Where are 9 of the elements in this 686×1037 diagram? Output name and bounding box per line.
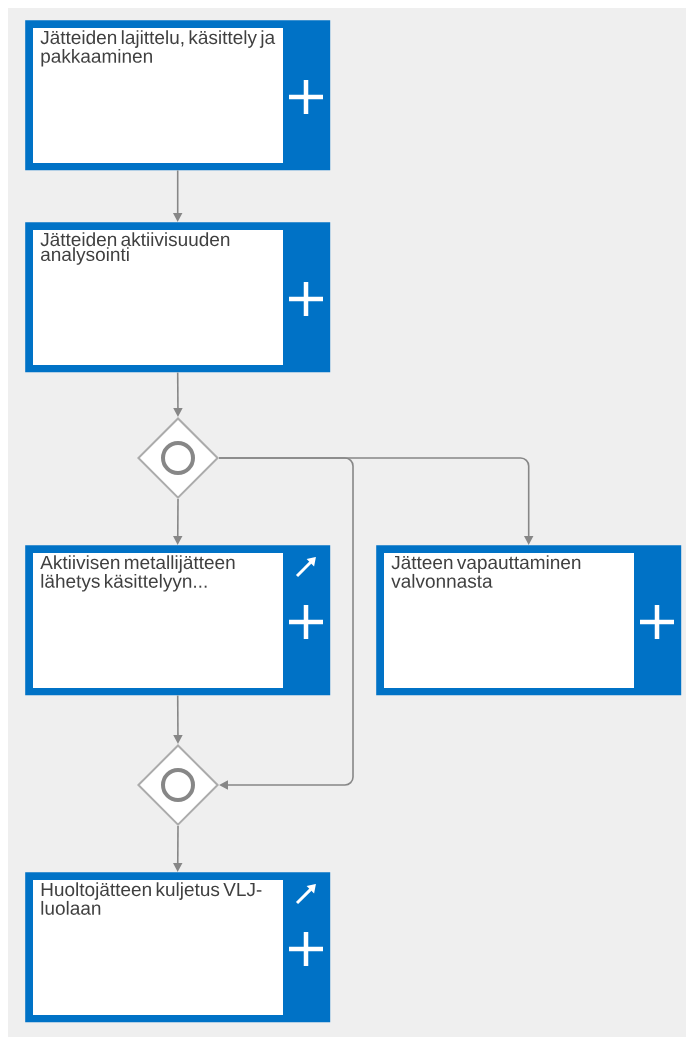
- gateway-diamond: [137, 744, 219, 826]
- gateway-diamond: [137, 417, 219, 499]
- task-box: Jätteiden aktiivisuuden analysointi: [25, 222, 331, 373]
- task-box: Huoltojätteen kuljetus VLJ-luolaan: [25, 872, 331, 1023]
- task-box: Aktiivisen metallijätteen lähetys käsittelyyn...: [25, 545, 331, 696]
- arrow: [218, 457, 354, 790]
- task-box: Jätteiden lajittelu, käsittely ja pakkaaminen: [25, 20, 331, 171]
- arrow: [173, 371, 183, 417]
- task-box: Jätteen vapauttaminen valvonnasta: [376, 545, 682, 696]
